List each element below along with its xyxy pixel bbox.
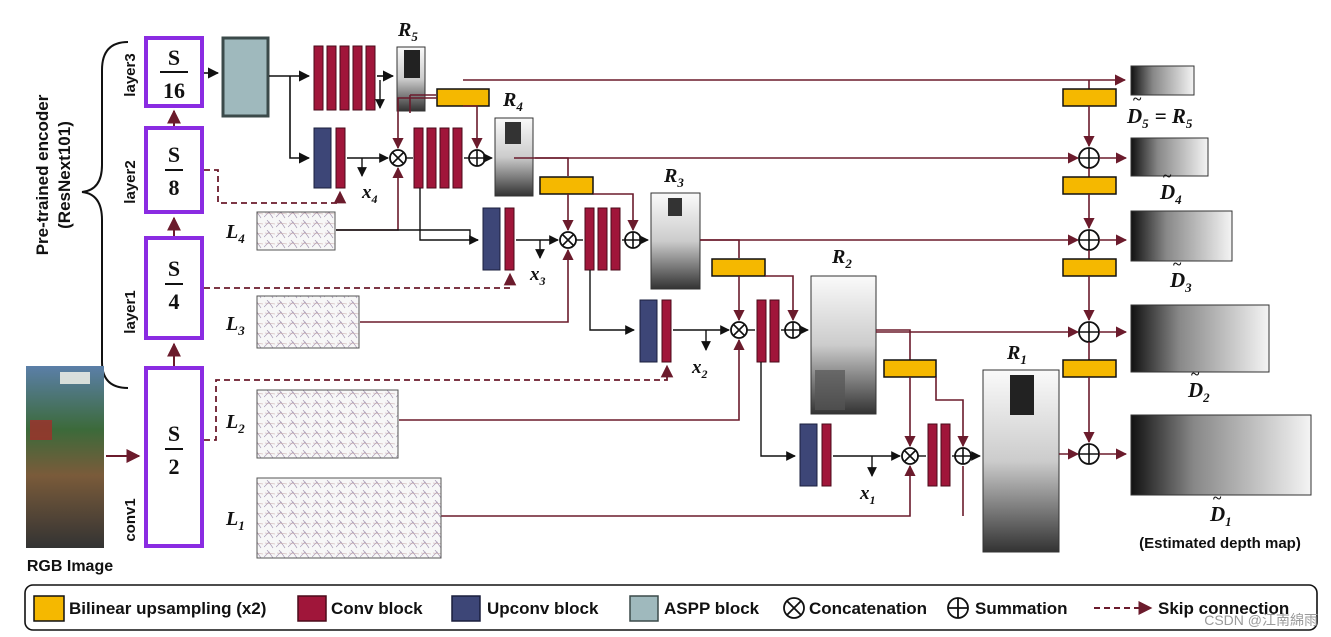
- lap-image-l3: [256, 295, 360, 349]
- legend-conv-label: Conv block: [331, 599, 423, 618]
- lap-image-l4: [256, 211, 336, 251]
- legend-sum-label: Summation: [975, 599, 1068, 618]
- legend-aspp-label: ASPP block: [664, 599, 760, 618]
- depth-map-d3: [1130, 210, 1233, 262]
- depth-map-d5: [1130, 65, 1195, 96]
- label-x4: x4: [361, 182, 378, 206]
- rgb-image: [26, 366, 104, 548]
- svg-text:4: 4: [169, 289, 180, 314]
- encoder-layer2: S 8: [144, 126, 204, 214]
- label-l1: L1: [225, 508, 245, 533]
- label-x3: x3: [529, 264, 546, 288]
- upsample-r2: [883, 359, 937, 378]
- label-conv1: conv1: [122, 498, 139, 541]
- upconv-x2: [639, 299, 658, 363]
- svg-text:S: S: [168, 45, 180, 70]
- label-r3: R3: [663, 165, 684, 190]
- svg-text:~: ~: [1173, 256, 1182, 273]
- depth-map-d1: [1130, 414, 1312, 496]
- conv-stack-r5: [313, 45, 376, 111]
- svg-text:S: S: [168, 256, 180, 281]
- encoder-subtitle: (ResNext101): [55, 121, 74, 229]
- upsample-out-4: [1062, 176, 1117, 195]
- lap-image-l1: [256, 477, 442, 559]
- label-d3: D3: [1169, 268, 1192, 295]
- legend-conv-swatch: [297, 595, 327, 622]
- label-d1: D1: [1209, 502, 1232, 529]
- watermark: CSDN @江南綿雨: [1204, 612, 1318, 628]
- legend-upsample-label: Bilinear upsampling (x2): [69, 599, 266, 618]
- legend-concat-label: Concatenation: [809, 599, 927, 618]
- conv-stack-r2-a: [756, 299, 767, 363]
- svg-text:~: ~: [1213, 490, 1222, 507]
- legend-sum-icon: [947, 597, 969, 619]
- legend-upsample-swatch: [33, 595, 65, 622]
- rgb-label: RGB Image: [27, 558, 113, 575]
- label-r5: R5: [397, 19, 418, 44]
- label-l2: L2: [225, 411, 245, 436]
- conv-x3: [504, 207, 515, 271]
- conv-stack-r1-a: [927, 423, 938, 487]
- label-layer3: layer3: [122, 53, 139, 96]
- legend-box: [24, 584, 1318, 631]
- lap-image-l2: [256, 389, 399, 459]
- svg-text:16: 16: [163, 78, 185, 103]
- label-layer2: layer2: [122, 160, 139, 203]
- conv-stack-r1-b: [940, 423, 951, 487]
- svg-text:8: 8: [169, 175, 180, 200]
- upsample-r3: [711, 258, 766, 277]
- legend-aspp-swatch: [629, 595, 659, 622]
- upconv-x1: [799, 423, 818, 487]
- upsample-out-3: [1062, 258, 1117, 277]
- label-l3: L3: [225, 313, 245, 338]
- conv-x1: [821, 423, 832, 487]
- upconv-x4: [313, 127, 332, 189]
- label-x1: x1: [859, 483, 876, 507]
- depth-map-d2: [1130, 304, 1270, 373]
- label-r1: R1: [1006, 342, 1027, 367]
- label-l4: L4: [225, 221, 245, 246]
- label-d5: D5= R5: [1126, 104, 1193, 131]
- label-x2: x2: [691, 357, 708, 381]
- encoder-conv1: S 2: [144, 366, 204, 548]
- encoder-layer3: S 16: [144, 36, 204, 108]
- conv-x4: [335, 127, 346, 189]
- label-estimated-depth: (Estimated depth map): [1139, 535, 1301, 552]
- label-layer1: layer1: [122, 290, 139, 333]
- legend-upconv-swatch: [451, 595, 481, 622]
- conv-stack-r4: [413, 127, 463, 189]
- legend-skip-label: Skip connection: [1158, 599, 1289, 618]
- svg-text:2: 2: [169, 454, 180, 479]
- conv-stack-r3: [584, 207, 621, 271]
- upsample-r5: [436, 88, 490, 107]
- upconv-x3: [482, 207, 501, 271]
- legend-upconv-label: Upconv block: [487, 599, 599, 618]
- label-r2: R2: [831, 246, 852, 271]
- aspp-block: [221, 36, 270, 118]
- label-d4: D4: [1159, 180, 1182, 207]
- depth-map-d4: [1130, 137, 1209, 177]
- upsample-out-2: [1062, 359, 1117, 378]
- svg-text:S: S: [168, 421, 180, 446]
- encoder-title: Pre-trained encoder: [33, 94, 52, 255]
- upsample-out-5: [1062, 88, 1117, 107]
- svg-text:~: ~: [1191, 366, 1200, 383]
- svg-text:S: S: [168, 142, 180, 167]
- legend-concat-icon: [783, 597, 805, 619]
- svg-text:~: ~: [1133, 91, 1142, 108]
- label-r4: R4: [502, 89, 523, 114]
- label-d2: D2: [1187, 378, 1210, 405]
- svg-text:~: ~: [1163, 168, 1172, 185]
- conv-stack-r2-b: [769, 299, 780, 363]
- conv-x2: [661, 299, 672, 363]
- encoder-layer1: S 4: [144, 236, 204, 340]
- upsample-r4: [539, 176, 594, 195]
